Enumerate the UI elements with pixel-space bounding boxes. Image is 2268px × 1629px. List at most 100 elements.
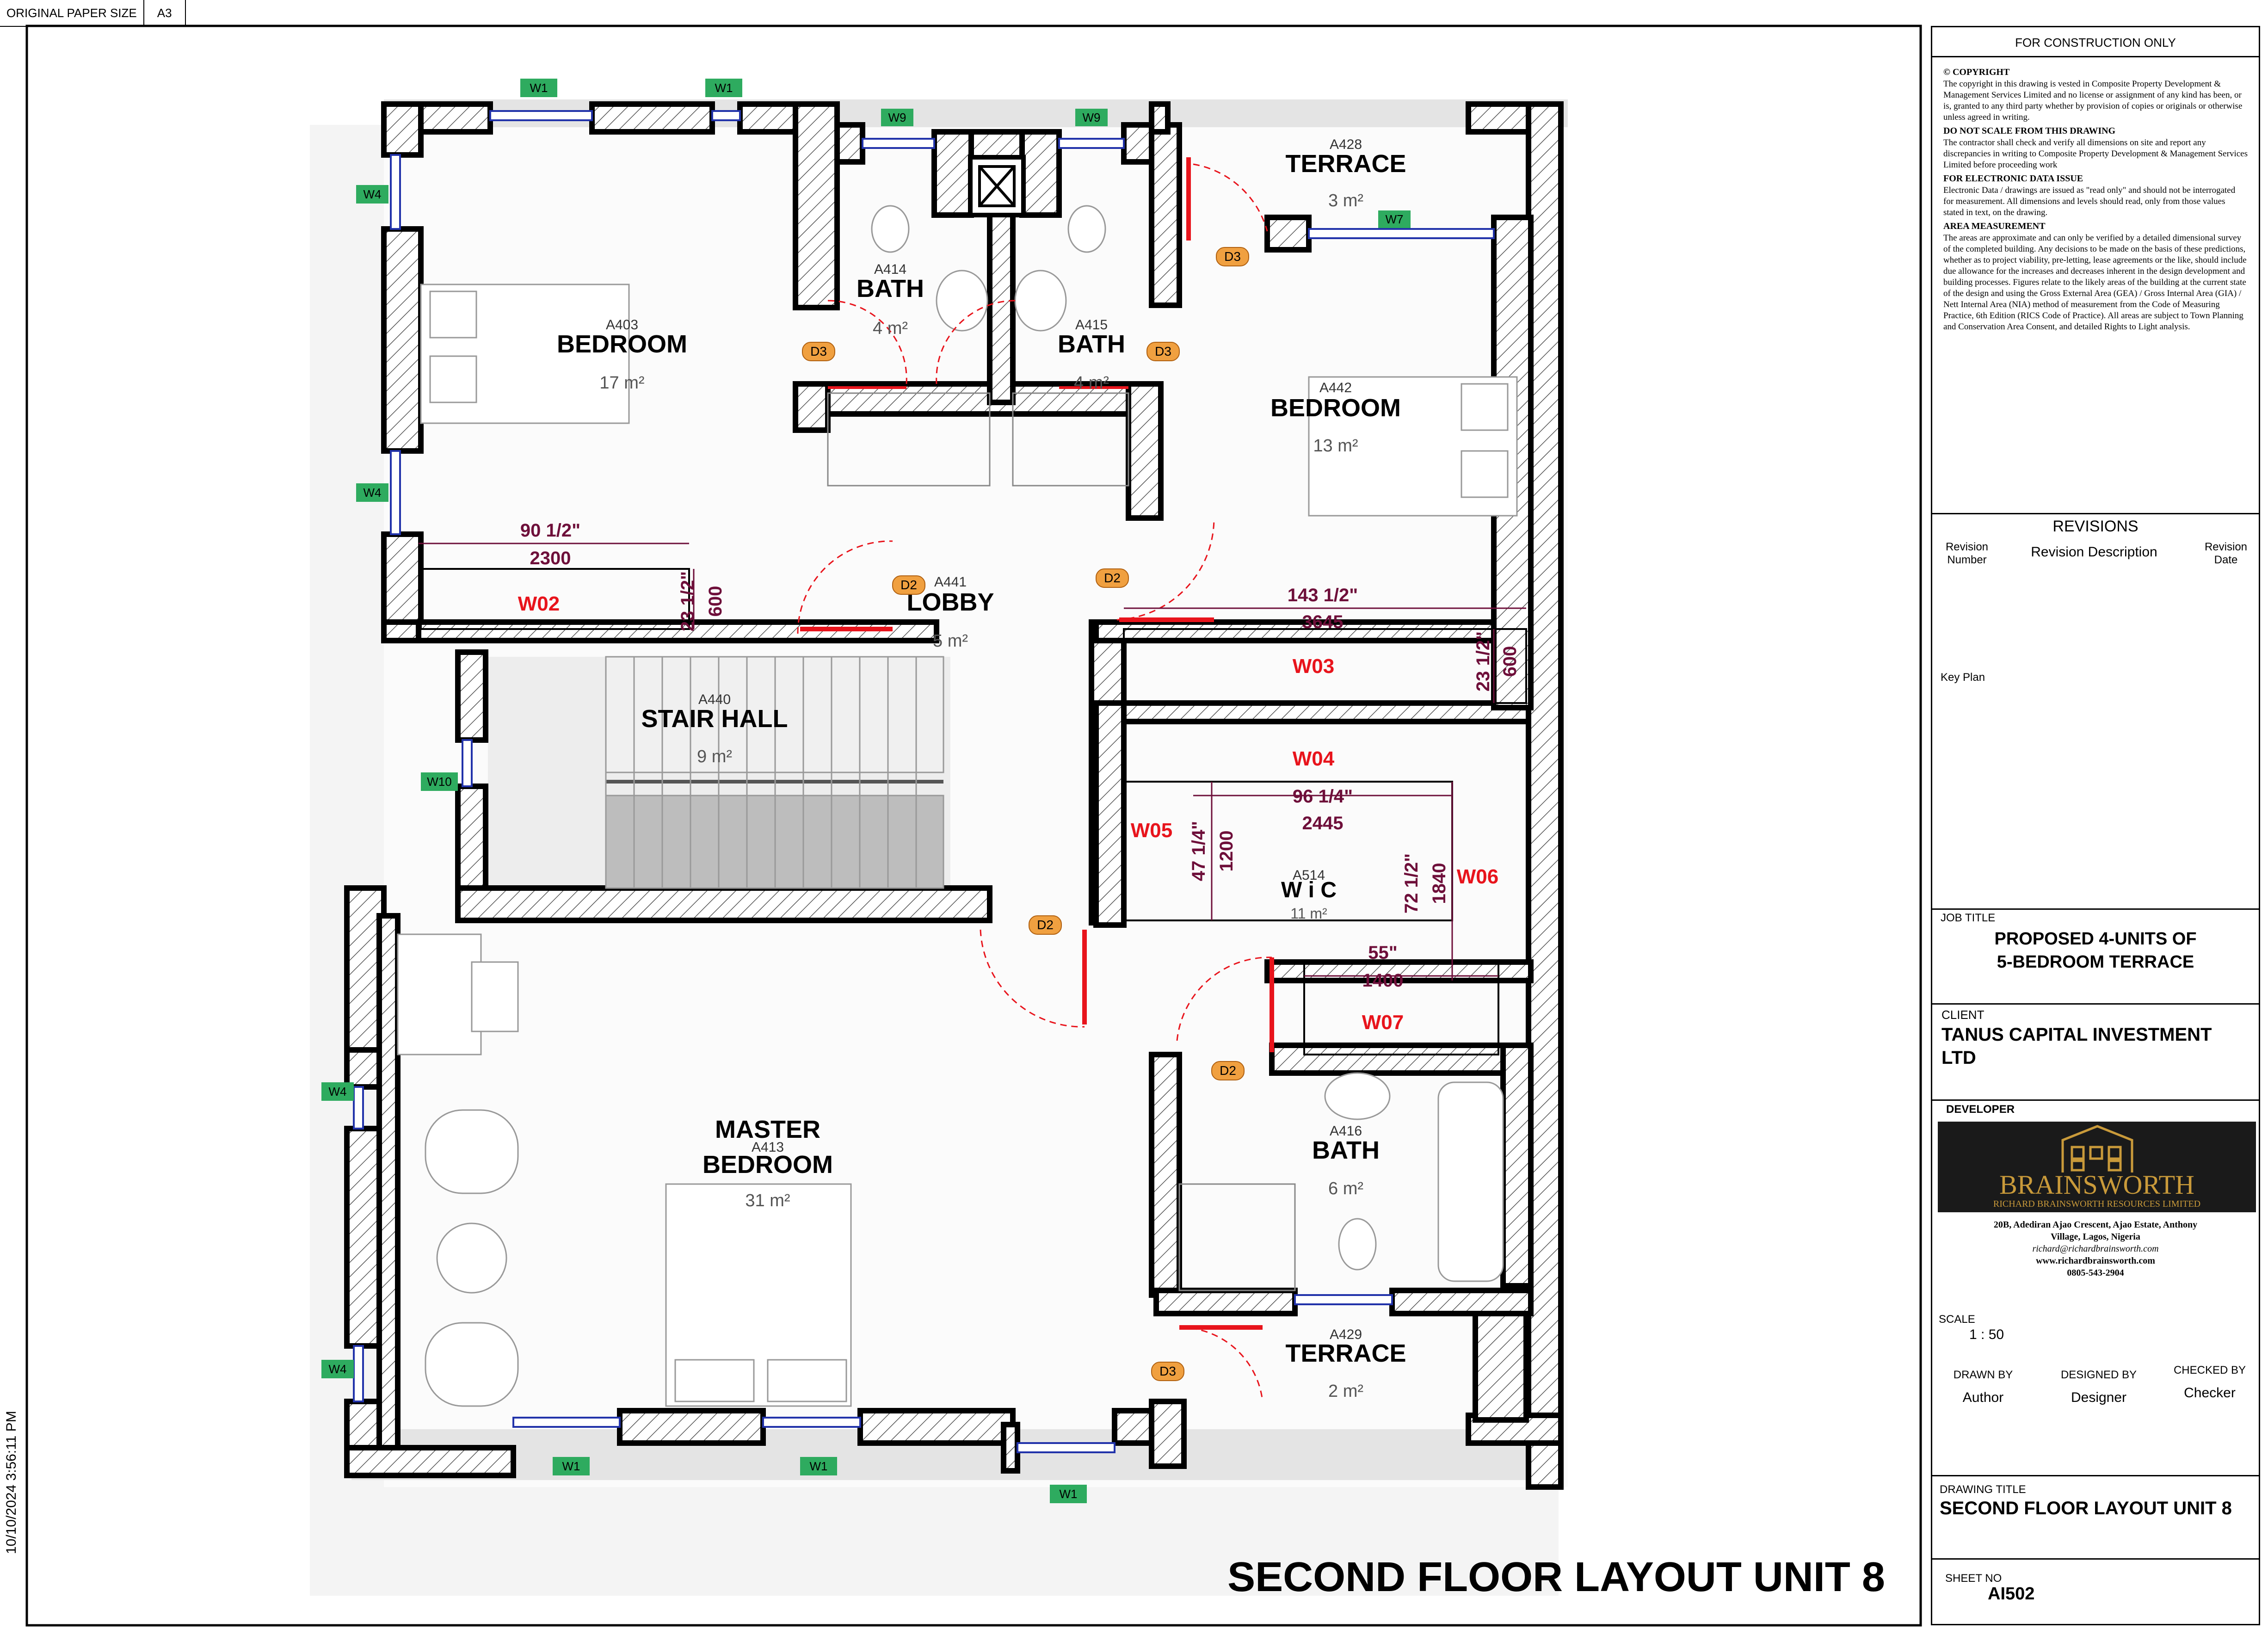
paper-size-value: A3 xyxy=(157,6,172,20)
svg-text:D3: D3 xyxy=(1159,1364,1176,1378)
client-name-line1: TANUS CAPITAL INVESTMENT xyxy=(1941,1024,2212,1045)
room-id: A413 xyxy=(752,1140,784,1155)
sheet-no-value: AI502 xyxy=(1988,1584,2035,1604)
furniture xyxy=(397,205,1518,1407)
developer-address-1: 20B, Adediran Ajao Crescent, Ajao Estate… xyxy=(1993,1220,2198,1230)
svg-text:72 1/2": 72 1/2" xyxy=(1401,853,1422,913)
job-title-line1: PROPOSED 4-UNITS OF xyxy=(1994,929,2197,949)
room-area: 3 m² xyxy=(1328,191,1363,210)
svg-text:W9: W9 xyxy=(1083,111,1101,124)
room-name: TERRACE xyxy=(1285,150,1406,178)
developer-email: richard@richardbrainsworth.com xyxy=(2032,1244,2159,1254)
room-id: A441 xyxy=(934,574,967,590)
svg-text:23 1/2": 23 1/2" xyxy=(1473,631,1493,691)
sheet-no-label: SHEET NO xyxy=(1945,1572,2002,1585)
svg-text:96 1/4": 96 1/4" xyxy=(1293,786,1353,807)
room-name: W i C xyxy=(1281,878,1337,902)
svg-text:W05: W05 xyxy=(1131,819,1172,842)
svg-text:1400: 1400 xyxy=(1362,970,1404,991)
svg-text:W07: W07 xyxy=(1362,1011,1404,1034)
building-logo-icon: BRAINSWORTH RICHARD BRAINSWORTH RESOURCE… xyxy=(1993,1125,2200,1209)
svg-text:W1: W1 xyxy=(530,81,548,95)
rev-desc-label: Revision Description xyxy=(2031,544,2157,560)
job-title-label: JOB TITLE xyxy=(1941,912,1996,924)
drawn-by-label: DRAWN BY xyxy=(1953,1369,2013,1381)
note-heading: AREA MEASUREMENT xyxy=(1943,221,2046,231)
checked-by-value: Checker xyxy=(2184,1385,2236,1401)
room-name: BEDROOM xyxy=(1270,394,1401,422)
room-area: 17 m² xyxy=(599,373,644,393)
window-tags: W1 W1 W9 W9 W7 W4 W4 W10 W4 W4 W1 W1 W1 xyxy=(321,79,1411,1503)
room-area: 31 m² xyxy=(745,1191,790,1210)
drawing-title-large: SECOND FLOOR LAYOUT UNIT 8 xyxy=(1227,1554,1885,1600)
door-leaves xyxy=(800,157,1274,1330)
lift-shaft-icon xyxy=(968,155,1026,217)
room-area: 4 m² xyxy=(873,319,908,338)
room-id: A415 xyxy=(1075,317,1108,333)
room-id: A514 xyxy=(1293,868,1325,883)
svg-text:2445: 2445 xyxy=(1302,813,1344,833)
room-id: A442 xyxy=(1319,380,1352,395)
revisions-title: REVISIONS xyxy=(2052,518,2139,535)
svg-text:W4: W4 xyxy=(364,187,382,201)
room-area: 13 m² xyxy=(1313,436,1358,456)
showers xyxy=(827,392,1296,1291)
note-heading: © COPYRIGHT xyxy=(1943,67,2010,77)
svg-text:90 1/2": 90 1/2" xyxy=(520,520,580,541)
svg-text:D2: D2 xyxy=(1220,1063,1236,1078)
room-name: BEDROOM xyxy=(703,1151,833,1179)
svg-text:55": 55" xyxy=(1368,943,1397,963)
developer-address-2: Village, Lagos, Nigeria xyxy=(2051,1232,2140,1242)
svg-text:600: 600 xyxy=(705,586,726,617)
svg-text:W1: W1 xyxy=(715,81,733,95)
room-name: TERRACE xyxy=(1285,1339,1406,1367)
room-name: BATH xyxy=(1058,330,1125,358)
svg-text:47 1/4": 47 1/4" xyxy=(1189,821,1209,881)
room-name: BEDROOM xyxy=(557,330,687,358)
svg-text:1200: 1200 xyxy=(1216,831,1237,872)
note-heading: FOR ELECTRONIC DATA ISSUE xyxy=(1943,173,2083,184)
room-name: BATH xyxy=(857,275,924,302)
svg-text:W7: W7 xyxy=(1386,212,1404,226)
room-area: 5 m² xyxy=(933,631,968,651)
room-name: STAIR HALL xyxy=(641,705,788,733)
svg-text:W03: W03 xyxy=(1293,655,1334,678)
svg-text:W06: W06 xyxy=(1457,865,1498,888)
door-tags: D3 D3 D3 D2 D2 D2 D2 D3 xyxy=(802,247,1249,1381)
note-text: Electronic Data / drawings are issued as… xyxy=(1943,185,2236,217)
room-id: A440 xyxy=(698,692,731,707)
staircase xyxy=(605,656,944,889)
svg-text:W02: W02 xyxy=(518,592,560,615)
room-name: BATH xyxy=(1312,1136,1380,1164)
title-block: FOR CONSTRUCTION ONLY © COPYRIGHT The co… xyxy=(1931,26,2260,1625)
drawing-title-label: DRAWING TITLE xyxy=(1940,1483,2026,1496)
svg-text:W4: W4 xyxy=(329,1085,347,1098)
dimension-lines xyxy=(419,543,1526,981)
room-name: MASTER xyxy=(715,1116,820,1143)
room-area: 2 m² xyxy=(1328,1382,1363,1401)
note-text: The copyright in this drawing is vested … xyxy=(1943,79,2243,122)
scale-value: 1 : 50 xyxy=(1969,1327,2004,1342)
rev-number-label: Revision Number xyxy=(1945,541,1989,566)
room-area: 9 m² xyxy=(697,747,732,766)
developer-phone: 0805-543-2904 xyxy=(2067,1268,2124,1278)
svg-text:23 1/2": 23 1/2" xyxy=(678,571,698,631)
rev-date-label: Revision Date xyxy=(2204,541,2248,566)
svg-text:W1: W1 xyxy=(810,1459,828,1473)
note-text: The areas are approximate and can only b… xyxy=(1943,233,2247,332)
key-plan-label: Key Plan xyxy=(1941,671,1985,684)
svg-text:D3: D3 xyxy=(1155,344,1171,358)
svg-text:W1: W1 xyxy=(562,1459,580,1473)
legal-notes: © COPYRIGHT The copyright in this drawin… xyxy=(1932,64,2259,333)
wardrobe-labels: W02 W03 W04 W05 W06 W07 xyxy=(518,592,1498,1034)
windows xyxy=(353,110,1495,1453)
developer-logo: BRAINSWORTH RICHARD BRAINSWORTH RESOURCE… xyxy=(1938,1122,2256,1212)
svg-text:2300: 2300 xyxy=(530,548,571,568)
svg-text:3645: 3645 xyxy=(1302,612,1344,632)
room-id: A429 xyxy=(1330,1327,1362,1342)
client-label: CLIENT xyxy=(1941,1008,1984,1022)
developer-label: DEVELOPER xyxy=(1946,1103,2015,1116)
room-labels: A403 BEDROOM 17 m² A414 BATH 4 m² A415 B… xyxy=(557,137,1406,1401)
client-name-line2: LTD xyxy=(1941,1048,1976,1068)
